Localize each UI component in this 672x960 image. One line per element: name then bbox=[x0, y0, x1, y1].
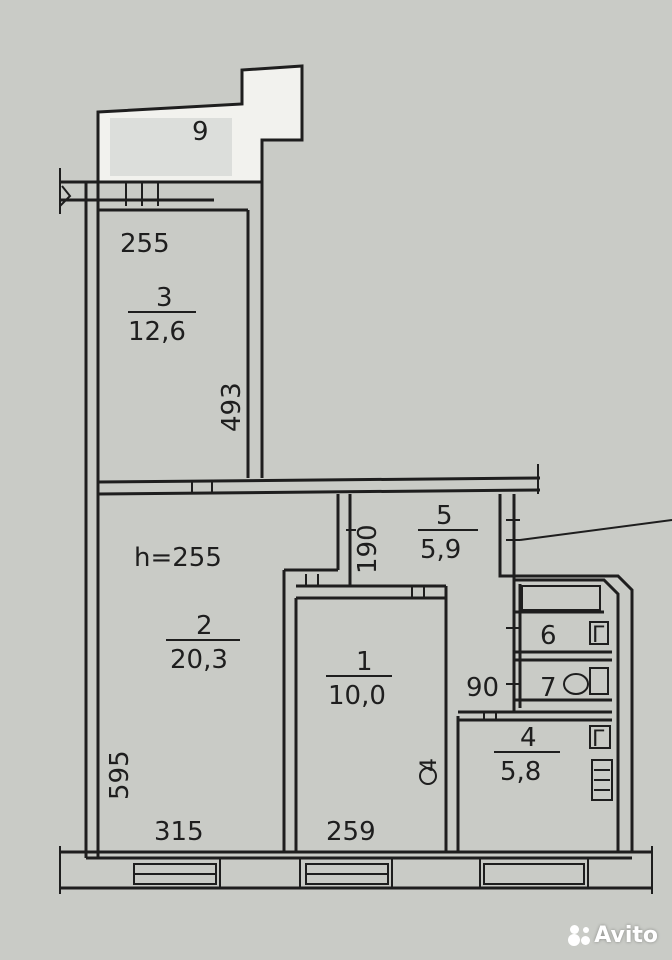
avito-logo-icon bbox=[568, 925, 591, 946]
stove bbox=[591, 759, 613, 801]
avito-watermark-text: Avito bbox=[594, 923, 658, 948]
ceiling-height: h=255 bbox=[134, 543, 222, 573]
window-kitchen bbox=[483, 863, 585, 885]
room5-area: 5,9 bbox=[420, 535, 461, 565]
sink-7 bbox=[589, 667, 609, 695]
bathroom-block-inner bbox=[512, 494, 620, 852]
door-mark-room1 bbox=[411, 586, 425, 598]
room3-width-dimension: 255 bbox=[120, 229, 170, 259]
room3-bottom-wall-inner bbox=[97, 488, 541, 496]
bath-divider-7 bbox=[514, 650, 612, 662]
room7-label: 7 bbox=[540, 673, 557, 703]
room2-width-dimension: 315 bbox=[154, 817, 204, 847]
room4-area: 5,8 bbox=[500, 757, 541, 787]
room3-bottom-wall bbox=[97, 476, 541, 484]
room9-label: 9 bbox=[192, 117, 209, 147]
room1-width-dimension: 259 bbox=[326, 817, 376, 847]
door-mark-hall bbox=[305, 529, 356, 586]
room4-label: 4 bbox=[520, 723, 537, 753]
door-mark-bath bbox=[506, 519, 520, 685]
gas-mark-4: Г bbox=[592, 727, 605, 752]
stove-mark: 4 bbox=[417, 758, 442, 772]
room5-label: 5 bbox=[436, 501, 453, 531]
room3-length-dimension: 493 bbox=[217, 382, 247, 432]
room3-area: 12,6 bbox=[128, 317, 186, 347]
door-mark-room2 bbox=[191, 482, 213, 494]
leader-line bbox=[519, 519, 672, 541]
stove-symbol bbox=[419, 767, 437, 785]
bath-gap-dimension: 90 bbox=[466, 673, 499, 703]
gas-box-6 bbox=[589, 621, 609, 645]
room2-area: 20,3 bbox=[170, 645, 228, 675]
door-mark-kitchen bbox=[483, 712, 497, 720]
room2-label: 2 bbox=[196, 611, 213, 641]
balcony-interior bbox=[110, 118, 232, 176]
toilet bbox=[563, 673, 589, 695]
gas-mark-6: Г bbox=[592, 623, 605, 648]
room3-label: 3 bbox=[156, 283, 173, 313]
room6-label: 6 bbox=[540, 621, 557, 651]
room1-area: 10,0 bbox=[328, 681, 386, 711]
wall-break-mark bbox=[59, 168, 72, 214]
corridor-width-dimension: 190 bbox=[353, 524, 383, 574]
wall-segment-marks bbox=[219, 858, 589, 888]
room2-length-dimension: 595 bbox=[105, 750, 135, 800]
room1-label: 1 bbox=[356, 647, 373, 677]
stove-grill bbox=[594, 769, 610, 791]
avito-watermark: Avito bbox=[568, 923, 658, 948]
bathtub bbox=[521, 585, 601, 611]
gas-box-4 bbox=[589, 725, 611, 749]
balcony-door-mark-1 bbox=[125, 182, 159, 206]
bathroom-block-outer bbox=[498, 494, 634, 852]
